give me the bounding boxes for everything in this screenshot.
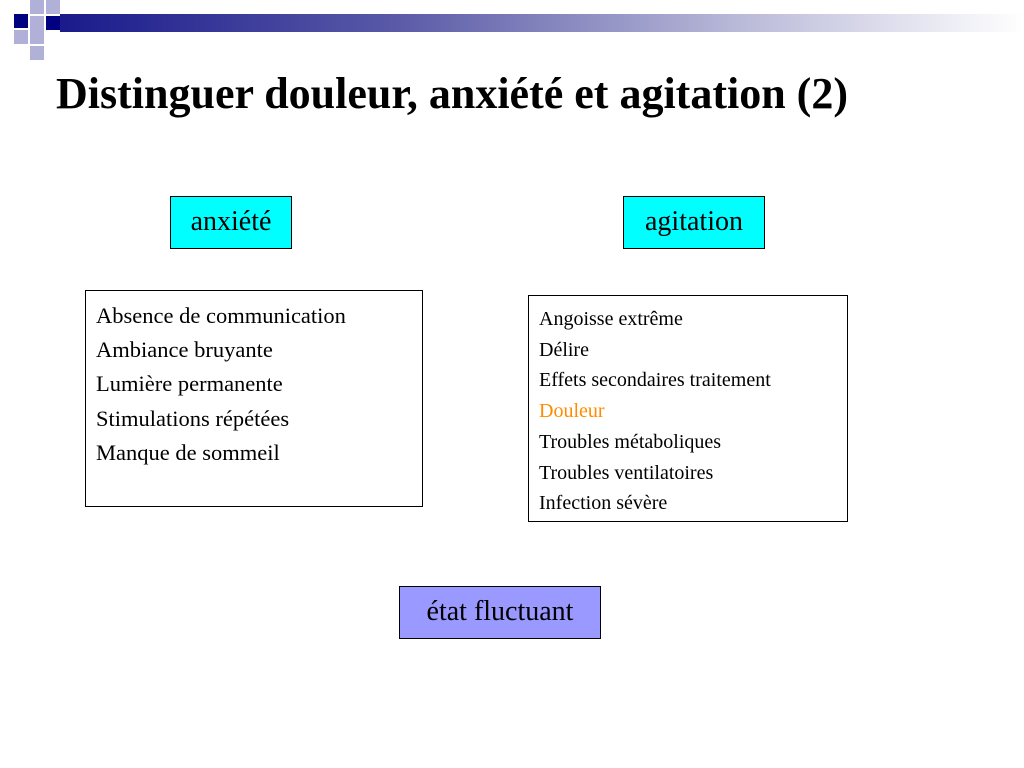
list-item-highlighted: Douleur bbox=[539, 400, 605, 423]
list-item: Infection sévère bbox=[539, 492, 668, 515]
slide-title: Distinguer douleur, anxiété et agitation… bbox=[56, 69, 848, 118]
list-item: Troubles métaboliques bbox=[539, 430, 722, 453]
list-item: Troubles ventilatoires bbox=[539, 461, 714, 484]
decorative-square bbox=[30, 0, 44, 14]
list-item: Délire bbox=[539, 338, 589, 361]
decorative-square bbox=[30, 30, 44, 44]
etat-fluctuant-box: état fluctuant bbox=[399, 586, 601, 639]
list-item: Lumière permanente bbox=[96, 371, 283, 397]
header-gradient-bar bbox=[60, 14, 1024, 32]
decorative-square bbox=[14, 30, 28, 44]
agitation-box: agitation bbox=[623, 196, 765, 249]
list-item: Ambiance bruyante bbox=[96, 337, 273, 363]
list-item: Manque de sommeil bbox=[96, 439, 280, 465]
agitation-causes-box: Angoisse extrême Délire Effets secondair… bbox=[528, 295, 848, 522]
anxiete-box: anxiété bbox=[170, 196, 292, 249]
anxiete-causes-box: Absence de communication Ambiance bruyan… bbox=[85, 290, 423, 507]
list-item: Angoisse extrême bbox=[539, 308, 683, 330]
list-item: Stimulations répétées bbox=[96, 405, 290, 431]
list-item: Absence de communication bbox=[96, 303, 346, 328]
decorative-square bbox=[46, 0, 60, 14]
decorative-square bbox=[30, 16, 44, 30]
decorative-square bbox=[30, 46, 44, 60]
list-item: Effets secondaires traitement bbox=[539, 369, 771, 392]
decorative-square bbox=[14, 14, 28, 28]
decorative-square bbox=[46, 16, 60, 30]
